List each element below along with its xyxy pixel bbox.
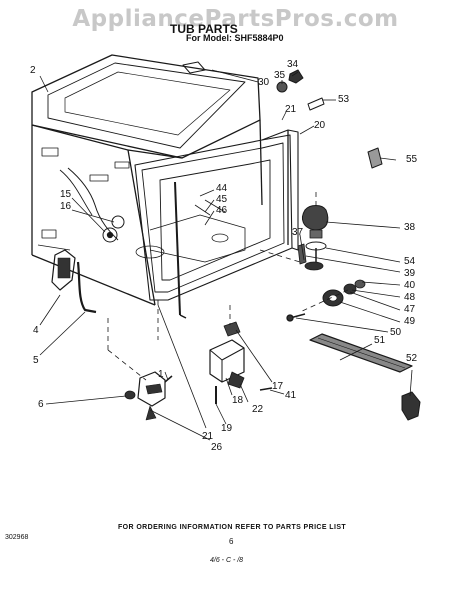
callout-55: 55: [406, 154, 418, 165]
callout-51: 51: [374, 335, 386, 346]
callout-18: 18: [232, 395, 244, 406]
drawing-code: 302968: [5, 534, 29, 541]
callout-30: 30: [258, 77, 270, 88]
callout-39: 39: [404, 268, 416, 279]
watermark: AppliancePartsPros.com: [72, 6, 399, 32]
callout-37: 37: [292, 227, 304, 238]
tub-floor: [135, 199, 246, 263]
callout-45: 45: [216, 194, 228, 205]
tub-body: [31, 54, 263, 306]
callout-5: 5: [33, 355, 39, 366]
ordering-note: FOR ORDERING INFORMATION REFER TO PARTS …: [118, 524, 347, 531]
callout-22: 22: [252, 404, 264, 415]
callout-2: 2: [30, 65, 36, 76]
callout-16: 16: [60, 201, 72, 212]
callout-38: 38: [404, 222, 416, 233]
callout-35: 35: [274, 70, 286, 81]
page-number: 6: [229, 537, 234, 546]
callout-54: 54: [404, 256, 416, 267]
callout-52: 52: [406, 353, 418, 364]
diagram-title: TUB PARTS: [170, 22, 238, 36]
callout-1: 1: [158, 369, 164, 380]
callout-17: 17: [272, 381, 284, 392]
callout-40: 40: [404, 280, 416, 291]
door-gasket: [134, 129, 299, 319]
callout-20: 20: [314, 120, 326, 131]
callout-50: 50: [390, 327, 402, 338]
callout-19: 19: [221, 423, 233, 434]
callout-6: 6: [38, 399, 44, 410]
callout-4: 4: [33, 325, 39, 336]
callout-44: 44: [216, 183, 228, 194]
callout-53: 53: [338, 94, 350, 105]
callout-48: 48: [404, 292, 416, 303]
model-subtitle: For Model: SHF5884P0: [186, 33, 284, 43]
callout-46: 46: [216, 205, 228, 216]
callout-15: 15: [60, 189, 72, 200]
revision-mark: 4/6 - C - /8: [210, 557, 244, 564]
callout-49: 49: [404, 316, 416, 327]
callout-34: 34: [287, 59, 299, 70]
callout-26: 26: [211, 442, 223, 453]
callout-21-top: 21: [285, 104, 297, 115]
callout-41: 41: [285, 390, 297, 401]
callout-21-bottom: 21: [202, 431, 214, 442]
callout-47: 47: [404, 304, 416, 315]
